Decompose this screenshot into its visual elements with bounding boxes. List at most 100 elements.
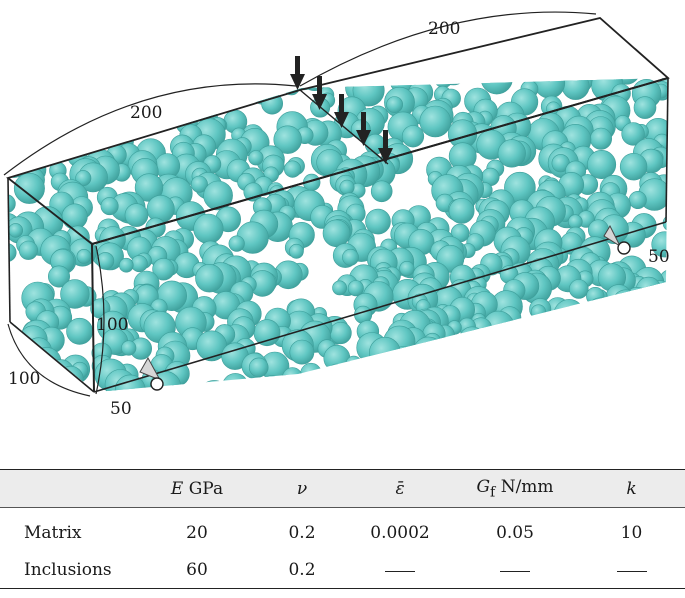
inclusion-sphere <box>579 53 601 75</box>
inclusion-sphere <box>651 231 668 258</box>
inclusion-sphere <box>637 343 668 373</box>
inclusion-sphere <box>318 57 337 76</box>
inclusion-sphere <box>617 369 650 392</box>
inclusion-sphere <box>529 347 562 380</box>
inclusion-sphere <box>589 127 612 150</box>
cell-Gf: — <box>452 551 578 589</box>
inclusion-sphere <box>542 353 572 382</box>
inclusion-sphere <box>568 355 594 382</box>
inclusion-sphere <box>258 7 284 33</box>
inclusion-sphere <box>495 25 509 39</box>
inclusion-sphere <box>61 203 88 230</box>
inclusion-sphere <box>448 197 475 224</box>
inclusion-sphere <box>534 48 557 71</box>
inclusion-sphere <box>126 41 158 73</box>
inclusion-sphere <box>338 27 360 49</box>
inclusion-sphere <box>147 11 162 26</box>
inclusion-sphere <box>195 391 214 392</box>
inclusion-sphere <box>240 78 271 82</box>
inclusion-sphere <box>550 26 575 51</box>
inclusion-sphere <box>440 339 472 371</box>
inclusion-sphere <box>581 78 605 79</box>
inclusion-sphere <box>345 355 363 373</box>
inclusion-sphere <box>377 369 404 392</box>
inclusion-sphere <box>368 336 401 369</box>
inclusion-sphere <box>193 213 224 244</box>
inclusion-sphere <box>462 379 493 392</box>
inclusion-sphere <box>8 390 23 392</box>
inclusion-sphere <box>11 116 36 141</box>
inclusion-sphere <box>272 33 291 52</box>
inclusion-sphere <box>338 388 358 392</box>
inclusion-sphere <box>555 357 588 390</box>
inclusion-sphere <box>190 93 209 111</box>
inclusion-sphere <box>631 338 661 368</box>
inclusion-sphere <box>578 41 607 70</box>
inclusion-sphere <box>420 376 442 392</box>
inclusion-sphere <box>530 304 547 320</box>
dash-k: — <box>616 570 647 572</box>
inclusion-sphere <box>466 340 483 358</box>
inclusion-sphere <box>66 46 97 77</box>
inclusion-sphere <box>459 42 480 63</box>
inclusion-sphere <box>370 57 390 77</box>
inclusion-sphere <box>621 122 645 146</box>
inclusion-sphere <box>586 287 605 306</box>
inclusion-sphere <box>81 78 109 105</box>
inclusion-sphere <box>482 310 515 344</box>
inclusion-sphere <box>76 248 92 264</box>
inclusion-sphere <box>160 86 187 112</box>
inclusion-sphere <box>539 315 568 344</box>
inclusion-sphere <box>28 104 53 129</box>
support-right <box>603 224 631 255</box>
inclusion-sphere <box>133 23 154 44</box>
inclusion-sphere <box>661 46 678 63</box>
beam-bottom-front-edge <box>93 221 667 393</box>
inclusion-sphere <box>135 25 160 50</box>
inclusion-sphere <box>124 203 149 227</box>
inclusion-sphere <box>568 279 589 299</box>
header-E: E GPa <box>170 478 224 499</box>
beam-bottom-left-edge <box>9 321 95 393</box>
inclusion-sphere <box>328 363 344 379</box>
inclusion-sphere <box>96 8 120 32</box>
inclusion-sphere <box>633 19 649 35</box>
inclusion-sphere <box>41 98 74 130</box>
inclusion-sphere <box>633 96 657 119</box>
inclusion-sphere <box>52 87 79 114</box>
inclusion-sphere <box>108 30 128 50</box>
inclusion-sphere <box>205 48 221 64</box>
inclusion-sphere <box>375 8 405 38</box>
inclusion-sphere <box>560 78 581 84</box>
inclusion-sphere <box>532 384 559 392</box>
inclusion-sphere <box>92 85 119 113</box>
inclusion-sphere <box>203 30 230 57</box>
inclusion-sphere <box>581 343 613 375</box>
inclusion-sphere <box>76 89 106 119</box>
inclusion-sphere <box>32 106 58 131</box>
beam-specimen-diagram: 200 200 100 100 50 50 <box>3 2 678 419</box>
inclusion-sphere <box>130 255 148 273</box>
inclusion-sphere <box>195 264 224 293</box>
inclusion-sphere <box>580 325 613 358</box>
load-arrow-1 <box>290 56 305 90</box>
inclusion-sphere <box>399 30 427 58</box>
inclusion-sphere <box>8 223 23 238</box>
inclusion-sphere <box>605 284 632 311</box>
inclusion-sphere <box>622 326 653 358</box>
inclusion-sphere <box>376 352 408 384</box>
inclusion-sphere <box>582 339 601 358</box>
inclusion-sphere <box>372 2 394 24</box>
inclusion-sphere <box>370 180 393 203</box>
inclusion-sphere <box>640 284 668 317</box>
inclusion-sphere <box>8 84 24 111</box>
inclusion-sphere <box>203 180 233 211</box>
beam-front-right-edge <box>665 77 669 223</box>
inclusion-sphere <box>351 376 383 392</box>
dim-label-length-front: 200 <box>130 103 162 123</box>
inclusion-sphere <box>628 191 647 210</box>
inclusion-sphere <box>47 265 70 288</box>
load-arrow-5 <box>378 130 393 164</box>
inclusion-sphere <box>100 78 119 81</box>
inclusion-sphere <box>395 8 411 24</box>
